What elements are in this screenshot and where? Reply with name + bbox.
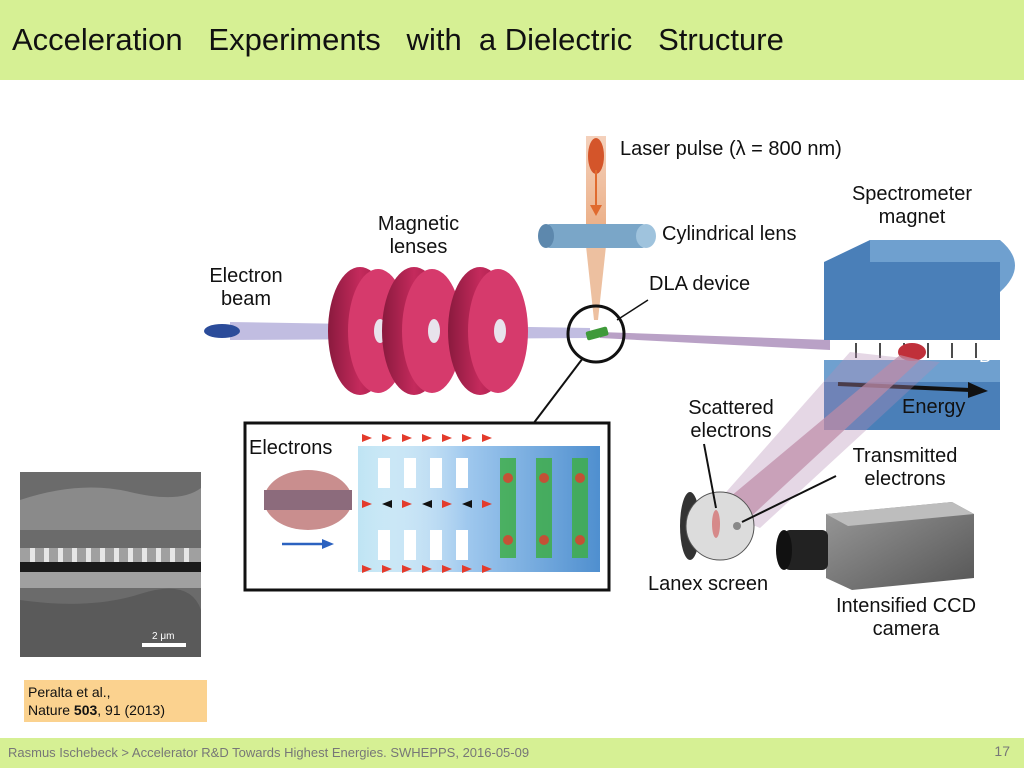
electron-fans (712, 352, 940, 528)
slide-title: Acceleration Experiments with a Dielectr… (12, 22, 784, 57)
dla-device (529, 299, 649, 429)
sem-micrograph (20, 472, 201, 657)
laser-pulse-label: Laser pulse (λ = 800 nm) (620, 138, 842, 160)
b-field-label: B (979, 346, 992, 366)
scale-bar-label: 2 μm (152, 631, 175, 642)
citation-box: Peralta et al., Nature 503, 91 (2013) (24, 680, 207, 722)
citation-reference: Nature 503, 91 (2013) (28, 701, 203, 719)
energy-label: Energy (902, 396, 966, 418)
cylindrical-lens (538, 224, 656, 248)
spectrometer-magnet-label: Spectrometer magnet (851, 183, 973, 228)
scattered-electrons-label: Scattered electrons (688, 397, 774, 442)
laser-pulse (586, 136, 606, 320)
magnetic-lenses (328, 267, 528, 395)
page-number: 17 (994, 743, 1010, 759)
citation-pages-year: , 91 (2013) (97, 702, 165, 718)
dla-device-label: DLA device (649, 273, 751, 295)
ccd-camera (776, 502, 974, 590)
citation-volume: 503 (73, 702, 98, 718)
lanex-screen-label: Lanex screen (648, 573, 769, 595)
footer-bar (0, 738, 1024, 768)
electrons-label: Electrons (249, 437, 333, 459)
citation-authors: Peralta et al., (28, 684, 111, 700)
footer-text: Rasmus Ischebeck > Accelerator R&D Towar… (8, 745, 530, 760)
electron-beam-label: Electron beam (209, 265, 283, 310)
transmitted-electrons-label: Transmitted electrons (852, 445, 958, 490)
citation-journal: Nature (28, 702, 74, 718)
cylindrical-lens-label: Cylindrical lens (662, 223, 797, 245)
dla-inset (243, 421, 611, 592)
title-bar (0, 0, 1024, 80)
magnetic-lenses-label: Magnetic lenses (377, 213, 460, 258)
spectrometer-magnet (824, 240, 1015, 430)
ccd-camera-label: Intensified CCD camera (835, 595, 977, 640)
lanex-screen (680, 443, 837, 561)
